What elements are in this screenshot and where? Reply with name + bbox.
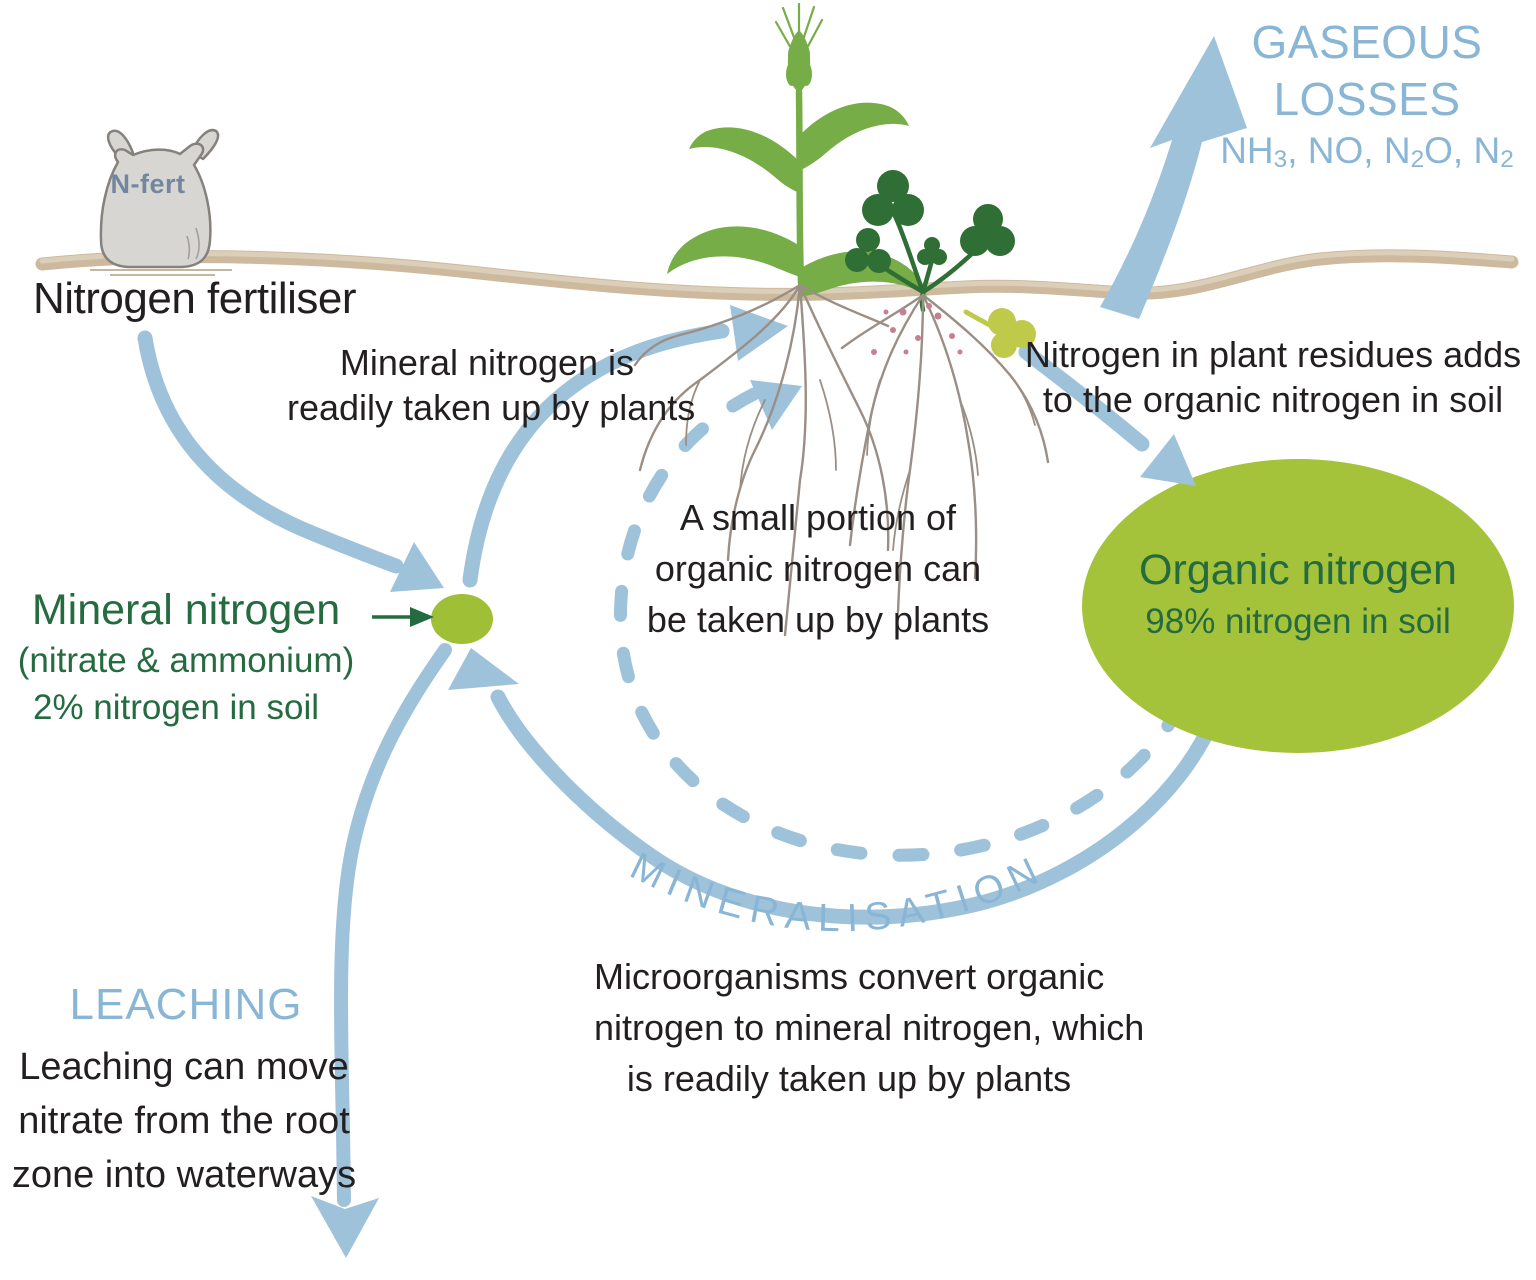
leaching-description-line: nitrate from the root: [18, 1100, 350, 1142]
plant-residues-caption: Nitrogen in plant residues adds to the o…: [1023, 332, 1523, 422]
leaching-description-line: zone into waterways: [11, 1154, 357, 1196]
mineral-nitrogen-dot: [431, 594, 493, 644]
small-portion-caption: A small portion of organic nitrogen can …: [616, 492, 1020, 645]
mineral-nitrogen-sublabel: (nitrate & ammonium): [17, 641, 355, 680]
formula-subscript: 3: [1273, 146, 1288, 174]
organic-nitrogen-label: Organic nitrogen: [1139, 546, 1457, 594]
small-portion-caption-line: organic nitrogen can: [654, 548, 982, 589]
leaching-description-line: Leaching can move: [19, 1046, 349, 1088]
small-portion-caption-line: A small portion of: [679, 497, 957, 538]
gaseous-losses-line1: GASEOUS: [1251, 16, 1483, 68]
fertiliser-to-mineral-arrow: [137, 330, 444, 592]
leaching-description: Leaching can move nitrate from the root …: [0, 1040, 368, 1202]
organic-uptake-dashed-arrow: [613, 380, 1187, 862]
soil-line: [35, 249, 1519, 301]
mineral-uptake-caption-line: Mineral nitrogen is: [339, 342, 635, 383]
wheat-plant-icon: [667, 2, 927, 297]
fertiliser-bag-icon: [90, 128, 232, 276]
small-portion-caption-line: be taken up by plants: [646, 599, 990, 640]
mineralisation-arrow: [448, 648, 1223, 925]
formula-subscript: 2: [1410, 146, 1425, 174]
mineral-nitrogen-label: Mineral nitrogen: [31, 586, 341, 634]
organic-nitrogen-ellipse: [1082, 459, 1514, 753]
gaseous-losses-line2: LOSSES: [1273, 73, 1461, 125]
mineralisation-description-line: is readily taken up by plants: [626, 1058, 1072, 1099]
mineralisation-description-line: Microorganisms convert organic: [594, 956, 1105, 997]
root-nodules-icon: [871, 303, 963, 355]
plant-residues-caption-line: Nitrogen in plant residues adds: [1024, 334, 1522, 375]
mineral-uptake-caption-line: readily taken up by plants: [287, 387, 696, 428]
plant-residues-caption-line: to the organic nitrogen in soil: [1042, 379, 1504, 420]
svg-text:MINERALISATION: MINERALISATION: [624, 845, 1052, 941]
formula-part: O, N: [1424, 130, 1501, 171]
gaseous-losses-arrow: [1100, 36, 1247, 319]
leaching-label: LEACHING: [69, 980, 303, 1029]
mineralisation-curved-label: MINERALISATION: [624, 845, 1052, 941]
formula-subscript: 2: [1500, 146, 1514, 174]
formula-part: NH: [1220, 130, 1274, 171]
residues-to-organic-arrow: [1018, 344, 1196, 486]
mineral-nitrogen-percentage: 2% nitrogen in soil: [33, 688, 319, 727]
clover-plant-icon: [845, 170, 1015, 313]
mineral-nitrogen-pointer-arrow: [372, 607, 434, 627]
formula-part: , NO, N: [1287, 130, 1411, 171]
gaseous-formula: NH3, NO, N2O, N2: [1202, 131, 1532, 176]
fertiliser-bag-label: N-fert: [110, 169, 186, 199]
mineral-uptake-caption: Mineral nitrogen is readily taken up by …: [287, 340, 696, 430]
nitrogen-fertiliser-label: Nitrogen fertiliser: [33, 274, 357, 323]
mineralisation-description-line: nitrogen to mineral nitrogen, which: [594, 1007, 1145, 1048]
organic-nitrogen-percentage: 98% nitrogen in soil: [1145, 602, 1451, 641]
mineralisation-description: Microorganisms convert organic nitrogen …: [594, 951, 1145, 1104]
gaseous-losses-label: GASEOUS LOSSES NH3, NO, N2O, N2: [1202, 14, 1532, 176]
leaching-arrow: [311, 643, 452, 1258]
organic-nitrogen-label-group: Organic nitrogen 98% nitrogen in soil: [1088, 547, 1508, 641]
mineralisation-title: MINERALISATION: [624, 845, 1044, 941]
roots-icon: [633, 283, 1050, 637]
plant-residue-icon: [963, 308, 1036, 358]
